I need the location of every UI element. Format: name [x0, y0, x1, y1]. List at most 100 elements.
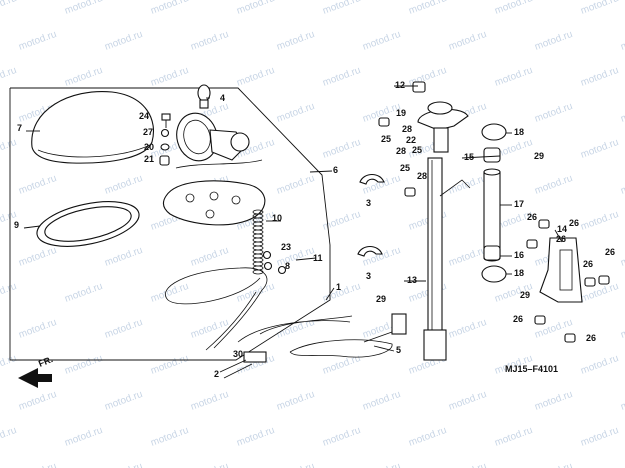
watermark-text: motod.ru [579, 425, 620, 449]
connector-30 [219, 351, 267, 379]
diagram-code: MJ15–F4101 [505, 364, 558, 374]
headlight-lens [31, 90, 154, 164]
leader-line [23, 225, 41, 229]
watermark-text: motod.ru [447, 245, 488, 269]
callout-21: 21 [144, 154, 154, 164]
callout-26: 26 [527, 212, 537, 222]
watermark-text: motod.ru [533, 389, 574, 413]
callout-3: 3 [366, 198, 371, 208]
leader-line [461, 155, 501, 159]
watermark-text: motod.ru [447, 173, 488, 197]
callout-19: 19 [396, 108, 406, 118]
watermark-text: motod.ru [63, 65, 104, 89]
mount-bracket [539, 237, 583, 303]
watermark-text: motod.ru [619, 101, 625, 125]
wire-loop [165, 267, 268, 305]
spring-coil [252, 257, 264, 263]
callout-8: 8 [285, 261, 290, 271]
callout-23: 23 [281, 242, 291, 252]
callout-24: 24 [139, 111, 149, 121]
nut [534, 315, 546, 325]
watermark-text: motod.ru [447, 461, 488, 468]
watermark-text: motod.ru [579, 65, 620, 89]
watermark-text: motod.ru [321, 137, 362, 161]
stem-nut [412, 81, 426, 93]
watermark-text: motod.ru [235, 0, 276, 17]
callout-28: 28 [396, 146, 406, 156]
nut [584, 277, 596, 287]
callout-18: 18 [514, 268, 524, 278]
headlight-case [162, 180, 266, 226]
watermark-text: motod.ru [619, 245, 625, 269]
nut [598, 275, 610, 285]
watermark-text: motod.ru [63, 281, 104, 305]
callout-25: 25 [400, 163, 410, 173]
callout-28: 28 [402, 124, 412, 134]
watermark-text: motod.ru [149, 425, 190, 449]
callout-29: 29 [520, 290, 530, 300]
callout-13: 13 [407, 275, 417, 285]
watermark-text: motod.ru [17, 389, 58, 413]
watermark-text: motod.ru [493, 65, 534, 89]
watermark-text: motod.ru [17, 317, 58, 341]
callout-5: 5 [396, 345, 401, 355]
watermark-text: motod.ru [275, 173, 316, 197]
cable-spring [252, 209, 264, 275]
watermark-text: motod.ru [63, 353, 104, 377]
headlight-reflector [175, 112, 263, 169]
watermark-text: motod.ru [275, 101, 316, 125]
callout-2: 2 [214, 369, 219, 379]
callout-10: 10 [272, 213, 282, 223]
callout-16: 16 [514, 250, 524, 260]
watermark-text: motod.ru [0, 0, 18, 17]
watermark-text: motod.ru [321, 0, 362, 17]
callout-18: 18 [514, 127, 524, 137]
watermark-text: motod.ru [103, 173, 144, 197]
callout-6: 6 [333, 165, 338, 175]
watermark-text: motod.ru [361, 461, 402, 468]
headlight-bulb [197, 84, 211, 109]
watermark-text: motod.ru [189, 389, 230, 413]
callout-22: 22 [406, 135, 416, 145]
watermark-text: motod.ru [149, 353, 190, 377]
watermark-text: motod.ru [0, 281, 18, 305]
watermark-text: motod.ru [619, 461, 625, 468]
wire-harness-5 [289, 339, 393, 358]
watermark-text: motod.ru [0, 65, 18, 89]
watermark-text: motod.ru [493, 0, 534, 17]
nut-set [378, 117, 610, 343]
watermark-text: motod.ru [103, 317, 144, 341]
callout-labels: 1233456789101112131415161718181920212223… [14, 80, 615, 379]
watermark-text: motod.ru [275, 29, 316, 53]
watermark-text: motod.ru [103, 29, 144, 53]
nut [526, 239, 538, 249]
leader-line [295, 257, 317, 261]
spring-coil [252, 245, 264, 251]
wire-sub-harness [237, 315, 353, 343]
watermark-text: motod.ru [17, 173, 58, 197]
watermark-text: motod.ru [579, 137, 620, 161]
watermark-text: motod.ru [533, 101, 574, 125]
watermark-text: motod.ru [0, 425, 18, 449]
spring-coil [252, 261, 264, 267]
leader-line [309, 170, 333, 173]
steering-stem [417, 101, 469, 361]
watermark-text: motod.ru [361, 389, 402, 413]
leader-line [554, 229, 563, 243]
leader-lines [23, 85, 563, 352]
watermark-text: motod.ru [407, 425, 448, 449]
front-direction-label: FR. [37, 354, 54, 369]
spring-coil [252, 269, 264, 275]
leader-line [325, 287, 335, 301]
callout-26: 26 [583, 259, 593, 269]
watermark-text: motod.ru [579, 0, 620, 17]
callout-26: 26 [605, 247, 615, 257]
watermark-text: motod.ru [17, 29, 58, 53]
watermark-text: motod.ru [275, 389, 316, 413]
callout-26: 26 [513, 314, 523, 324]
watermark-text: motod.ru [189, 461, 230, 468]
watermark-text: motod.ru [149, 0, 190, 17]
spring-coil [252, 233, 264, 239]
